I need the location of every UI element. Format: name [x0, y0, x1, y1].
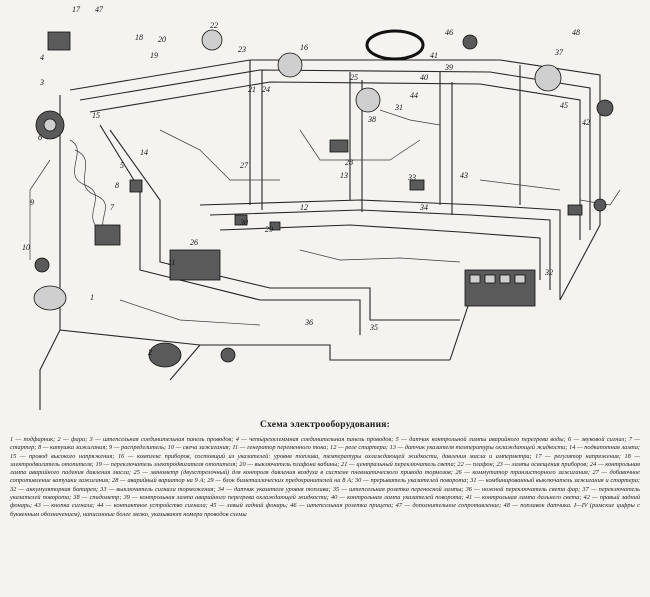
connector-panel-component	[47, 31, 71, 51]
engine-left-wire	[29, 159, 51, 260]
harness-mid-trunk	[99, 124, 361, 335]
caption-title: Схема электрооборудования:	[260, 420, 390, 430]
steering-wheel-component	[365, 29, 425, 61]
callout-label-37: 37	[554, 48, 564, 57]
callout-label-32: 32	[544, 268, 553, 277]
callout-label-7: 7	[110, 203, 115, 212]
speedometer-component	[355, 87, 381, 113]
callout-label-48: 48	[572, 28, 580, 37]
callout-label-38: 38	[367, 115, 376, 124]
callout-label-35: 35	[369, 323, 378, 332]
callout-label-13: 13	[340, 171, 348, 180]
harness-mid-trunk-2	[109, 129, 460, 321]
callout-label-33: 33	[407, 173, 416, 182]
callout-label-8: 8	[115, 181, 119, 190]
headlight-right-component	[148, 342, 182, 368]
rear-lamp-component	[462, 34, 478, 50]
interior-lamp-component	[201, 29, 223, 51]
callout-label-9: 9	[30, 198, 34, 207]
harness-top-trunk-3	[89, 81, 581, 240]
callout-label-2: 2	[148, 348, 152, 357]
harness-headlight-feed	[169, 344, 201, 381]
callout-label-12: 12	[300, 203, 308, 212]
fuel-sender-component	[567, 204, 583, 216]
harness-center-trunk-2	[209, 209, 551, 290]
float-component	[593, 198, 607, 212]
callout-label-42: 42	[582, 118, 590, 127]
relay-component	[234, 214, 248, 226]
lower-wire	[299, 249, 461, 263]
callout-label-6: 6	[38, 133, 42, 142]
sidelight-right-component	[220, 347, 236, 363]
callout-label-41: 41	[430, 51, 438, 60]
callout-label-20: 20	[158, 35, 166, 44]
callout-label-39: 39	[444, 63, 453, 72]
fuse-block-component	[269, 221, 281, 231]
callout-label-5: 5	[120, 161, 124, 170]
wire-harness	[29, 59, 621, 410]
starter-component	[94, 224, 121, 246]
callout-label-46: 46	[445, 28, 453, 37]
sidelight-component	[34, 257, 50, 273]
callout-label-21: 21	[248, 85, 256, 94]
caption-legend-text: 1 — подфарник; 2 — фара; 3 — штепсельная…	[10, 436, 640, 518]
callout-label-27: 27	[240, 161, 249, 170]
turn-switch-component	[534, 64, 562, 92]
callout-label-10: 10	[22, 243, 30, 252]
horn-center	[43, 118, 57, 132]
callout-label-1: 1	[90, 293, 94, 302]
callout-labels: 1234567891011121314151617181920212223242…	[22, 5, 590, 357]
harness-center-trunk-3	[219, 224, 541, 280]
battery-cells	[469, 274, 526, 284]
harness-top-trunk	[69, 59, 601, 225]
callout-label-26: 26	[190, 238, 198, 247]
callout-label-36: 36	[304, 318, 313, 327]
callout-label-18: 18	[135, 33, 143, 42]
callout-label-43: 43	[460, 171, 468, 180]
callout-label-28: 28	[345, 158, 353, 167]
components	[33, 29, 614, 368]
harness-top-trunk-2	[79, 69, 591, 230]
callout-label-45: 45	[560, 101, 568, 110]
rear-lamp-right-component	[596, 99, 614, 117]
harness-battery-feed	[449, 299, 471, 361]
headlight-left-component	[33, 285, 67, 311]
stop-switch-component	[409, 179, 425, 191]
lower-left-wire	[119, 299, 261, 326]
callout-label-14: 14	[140, 148, 148, 157]
callout-label-25: 25	[350, 73, 358, 82]
harness-left-drop	[39, 329, 61, 410]
generator-component	[169, 249, 221, 281]
callout-label-29: 29	[265, 225, 273, 234]
callout-label-31: 31	[394, 103, 403, 112]
callout-label-3: 3	[39, 78, 44, 87]
callout-label-11: 11	[168, 258, 175, 267]
callout-label-16: 16	[300, 43, 308, 52]
callout-label-44: 44	[410, 91, 418, 100]
callout-label-24: 24	[262, 85, 270, 94]
ignition-coil-component	[129, 179, 143, 193]
right-rear-wire	[579, 189, 621, 206]
panel-wire-4	[479, 179, 561, 191]
callout-label-19: 19	[150, 51, 158, 60]
engine-wires-2	[74, 149, 111, 239]
callout-label-34: 34	[419, 203, 428, 212]
gauge-cluster-component	[277, 52, 303, 78]
panel-wire-2	[299, 129, 421, 161]
wiring-diagram-svg: 1234567891011121314151617181920212223242…	[22, 5, 621, 410]
callout-label-4: 4	[40, 53, 44, 62]
callout-label-40: 40	[420, 73, 428, 82]
callout-label-15: 15	[92, 111, 100, 120]
callout-label-22: 22	[210, 21, 218, 30]
switch-block-component	[329, 139, 349, 153]
callout-label-30: 30	[239, 218, 248, 227]
panel-wire	[159, 129, 280, 181]
callout-label-47: 47	[95, 5, 104, 14]
callout-label-17: 17	[72, 5, 81, 14]
panel-wire-3	[379, 109, 441, 126]
callout-label-23: 23	[238, 45, 246, 54]
harness-right-link	[559, 224, 601, 301]
harness-center-trunk	[199, 199, 561, 300]
